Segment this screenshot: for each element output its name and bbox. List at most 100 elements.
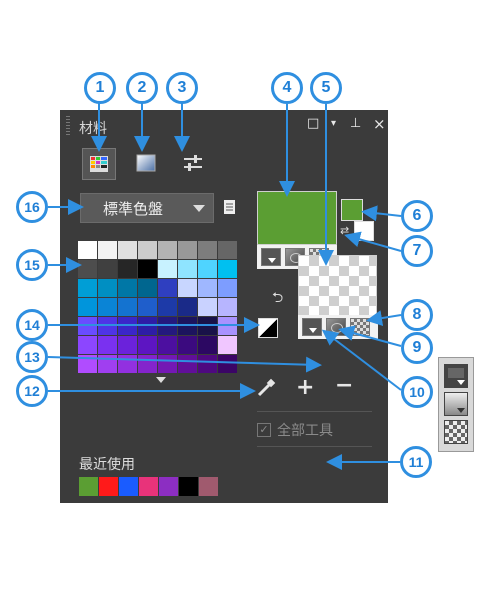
divider bbox=[257, 446, 372, 447]
palette-swatch[interactable] bbox=[138, 336, 157, 354]
palette-swatch[interactable] bbox=[118, 260, 137, 278]
palette-swatch[interactable] bbox=[98, 298, 117, 316]
palette-swatch[interactable] bbox=[98, 260, 117, 278]
callout-9: 9 bbox=[401, 332, 433, 364]
palette-swatch[interactable] bbox=[158, 260, 177, 278]
callout-3: 3 bbox=[166, 72, 198, 104]
recent-color-swatch[interactable] bbox=[199, 477, 218, 496]
recent-color-swatch[interactable] bbox=[79, 477, 98, 496]
palette-swatch[interactable] bbox=[178, 279, 197, 297]
window-restore-icon[interactable]: □ bbox=[307, 116, 320, 131]
pin-icon[interactable]: ⊥ bbox=[350, 116, 362, 131]
checkmark-icon[interactable]: ✓ bbox=[257, 423, 271, 437]
callout-10: 10 bbox=[401, 376, 433, 408]
all-tools-option[interactable]: ✓ 全部工具 bbox=[257, 420, 333, 440]
palette-swatch[interactable] bbox=[138, 241, 157, 259]
palette-swatch[interactable] bbox=[178, 355, 197, 373]
palette-select[interactable]: 標準色盤 bbox=[80, 193, 214, 223]
gradient-icon bbox=[136, 154, 156, 172]
recent-color-swatch[interactable] bbox=[99, 477, 118, 496]
palette-swatch[interactable] bbox=[178, 241, 197, 259]
palette-swatch[interactable] bbox=[218, 260, 237, 278]
palette-swatch[interactable] bbox=[198, 298, 217, 316]
swatch-grid-icon bbox=[90, 156, 108, 172]
palette-swatch[interactable] bbox=[158, 336, 177, 354]
recent-colors-label: 最近使用 bbox=[79, 457, 135, 473]
gradient-style-option[interactable] bbox=[444, 392, 468, 416]
palette-swatch[interactable] bbox=[178, 336, 197, 354]
adjust-tab[interactable] bbox=[177, 148, 211, 180]
palette-swatch[interactable] bbox=[78, 241, 97, 259]
palette-select-value: 標準色盤 bbox=[103, 199, 164, 218]
divider bbox=[257, 411, 372, 412]
callout-7: 7 bbox=[401, 235, 433, 267]
swap-colors-small-icon[interactable]: ⇄ bbox=[340, 224, 350, 237]
palette-swatch[interactable] bbox=[98, 241, 117, 259]
palette-swatch[interactable] bbox=[198, 279, 217, 297]
palette-swatch[interactable] bbox=[218, 336, 237, 354]
palette-swatch[interactable] bbox=[138, 298, 157, 316]
palette-swatch[interactable] bbox=[118, 336, 137, 354]
palette-swatch[interactable] bbox=[138, 260, 157, 278]
callout-16: 16 bbox=[16, 191, 48, 223]
callout-13: 13 bbox=[16, 341, 48, 373]
palette-swatch[interactable] bbox=[198, 241, 217, 259]
gradient-tab[interactable] bbox=[130, 148, 164, 180]
palette-swatch[interactable] bbox=[98, 279, 117, 297]
recent-color-swatch[interactable] bbox=[179, 477, 198, 496]
palette-swatch[interactable] bbox=[218, 241, 237, 259]
palette-swatch[interactable] bbox=[78, 279, 97, 297]
recent-color-swatch[interactable] bbox=[139, 477, 158, 496]
recent-color-swatch[interactable] bbox=[159, 477, 178, 496]
triangle-down-icon bbox=[268, 258, 276, 263]
callout-4: 4 bbox=[271, 72, 303, 104]
pattern-style-option[interactable] bbox=[444, 420, 468, 444]
palette-swatch[interactable] bbox=[118, 241, 137, 259]
style-picker-button[interactable] bbox=[261, 248, 281, 266]
palette-swatch[interactable] bbox=[158, 241, 177, 259]
swatches-tab[interactable] bbox=[82, 148, 116, 180]
palette-swatch[interactable] bbox=[198, 260, 217, 278]
add-swatch-button[interactable]: + bbox=[296, 375, 315, 400]
palette-swatch[interactable] bbox=[198, 336, 217, 354]
triangle-down-icon bbox=[309, 328, 317, 333]
palette-swatch[interactable] bbox=[78, 298, 97, 316]
palette-swatch[interactable] bbox=[218, 279, 237, 297]
foreground-color-swatch[interactable] bbox=[257, 191, 337, 245]
background-color-swatch[interactable] bbox=[298, 255, 377, 317]
palette-swatch[interactable] bbox=[138, 279, 157, 297]
palette-swatch[interactable] bbox=[218, 298, 237, 316]
callout-11: 11 bbox=[400, 446, 432, 478]
eyedropper-icon[interactable] bbox=[255, 377, 277, 399]
callout-12: 12 bbox=[16, 375, 48, 407]
color-style-option[interactable] bbox=[444, 364, 468, 388]
palette-swatch[interactable] bbox=[118, 279, 137, 297]
palette-swatch[interactable] bbox=[78, 260, 97, 278]
style-popup-panel bbox=[438, 357, 474, 452]
palette-swatch[interactable] bbox=[178, 298, 197, 316]
palette-swatch[interactable] bbox=[158, 298, 177, 316]
palette-swatch[interactable] bbox=[198, 355, 217, 373]
remove-swatch-button[interactable]: − bbox=[335, 373, 354, 398]
panel-grip[interactable] bbox=[66, 116, 70, 136]
callout-15: 15 bbox=[16, 249, 48, 281]
swap-colors-icon[interactable]: ⮌ bbox=[272, 290, 284, 306]
callout-8: 8 bbox=[401, 299, 433, 331]
triangle-down-icon bbox=[448, 368, 465, 385]
style-picker-button[interactable] bbox=[302, 318, 322, 336]
recent-color-swatch[interactable] bbox=[119, 477, 138, 496]
palette-expand-icon[interactable] bbox=[156, 377, 166, 383]
palette-library-icon[interactable] bbox=[222, 198, 238, 216]
window-menu-icon[interactable]: ▾ bbox=[331, 118, 337, 129]
sliders-icon bbox=[184, 155, 202, 171]
palette-swatch[interactable] bbox=[178, 260, 197, 278]
palette-swatch[interactable] bbox=[78, 355, 97, 373]
palette-swatch[interactable] bbox=[98, 336, 117, 354]
all-tools-label: 全部工具 bbox=[277, 423, 333, 439]
close-icon[interactable]: × bbox=[373, 115, 386, 133]
palette-swatch[interactable] bbox=[158, 279, 177, 297]
palette-swatch[interactable] bbox=[118, 298, 137, 316]
palette-swatch[interactable] bbox=[218, 355, 237, 373]
palette-swatch[interactable] bbox=[78, 336, 97, 354]
